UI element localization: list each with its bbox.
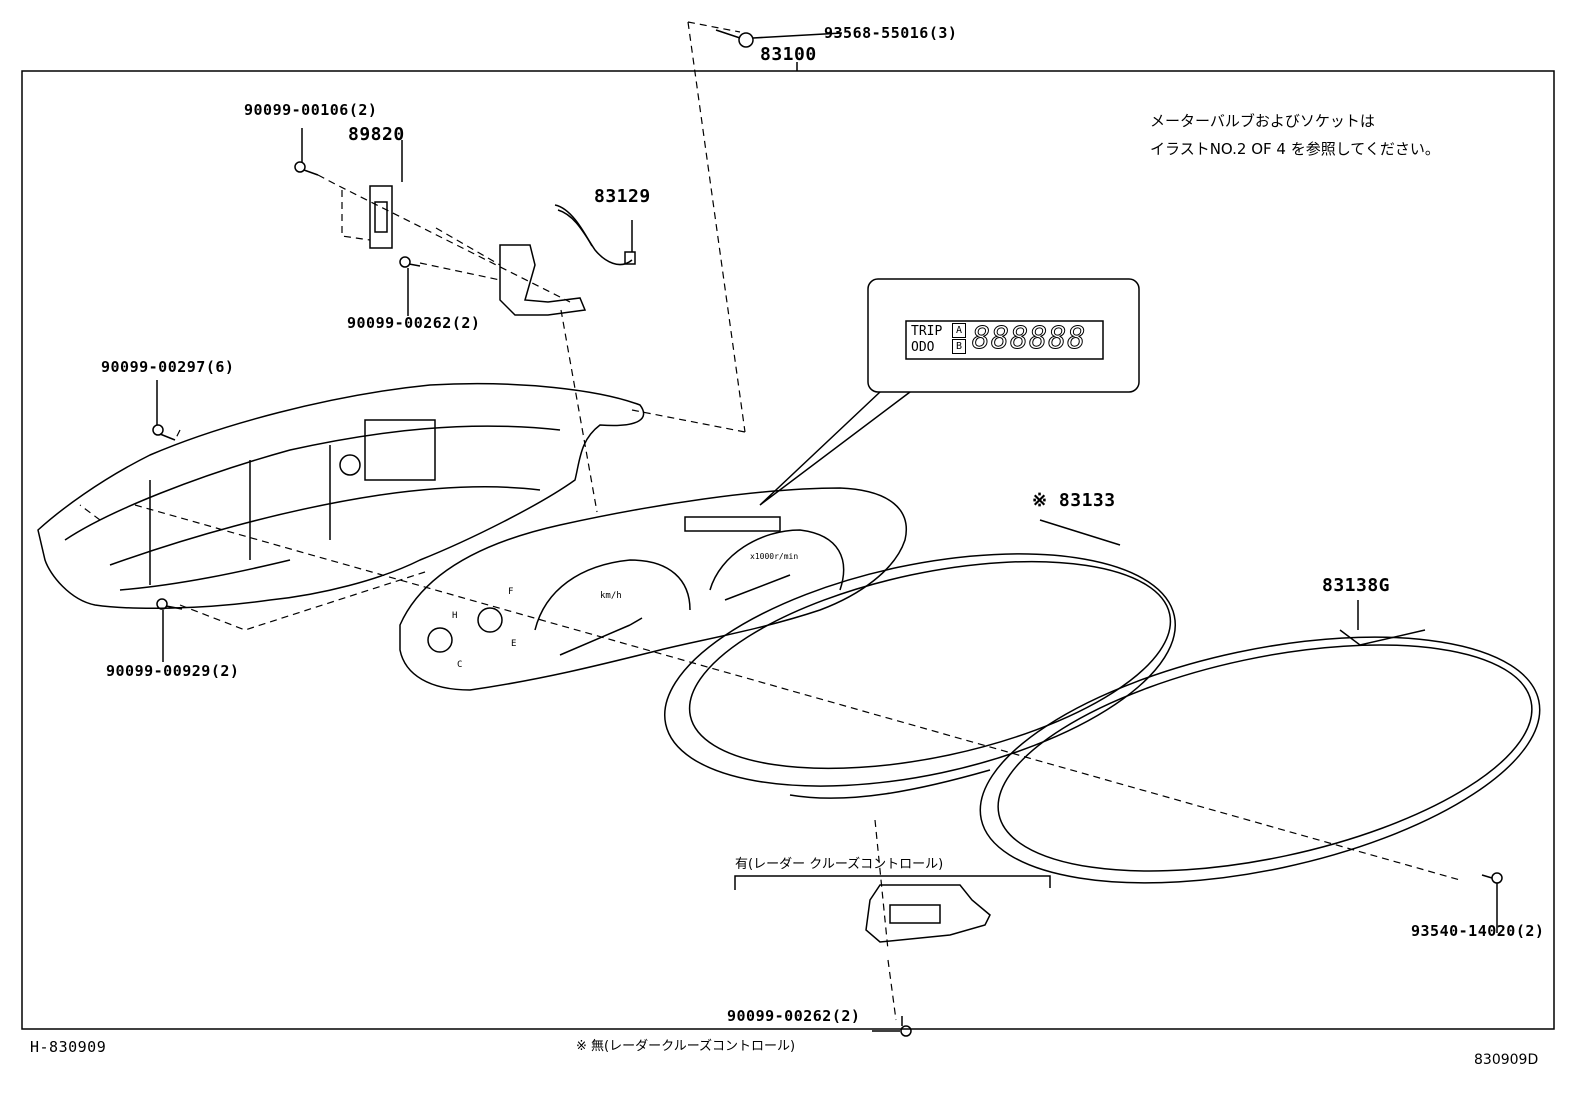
lcd-a-box: A (952, 323, 966, 338)
footer-right-code: 830909D (1474, 1052, 1539, 1068)
part-label-89820: 89820 (348, 124, 405, 145)
lcd-b-box: B (952, 339, 966, 354)
gauge-rpm-label: x1000r/min (750, 552, 799, 561)
temp-h-label: H (452, 611, 458, 621)
lcd-odo-label: ODO (911, 340, 935, 355)
note-line-1: メーターバルブおよびソケットは (1150, 112, 1375, 130)
assembly-number-label: 83100 (760, 44, 817, 65)
glass-83138G (979, 600, 1541, 884)
lcd-trip-label: TRIP (911, 324, 943, 339)
assembly-frame (21, 70, 1555, 1030)
gauge-kmh-label: km/h (600, 591, 622, 601)
variant-with-label: 有(レーダー クルーズコントロール) (735, 857, 944, 872)
footer-left-code: H-830909 (30, 1038, 107, 1056)
screw-icon (715, 29, 843, 48)
part-label-90099-00106: 90099-00106(2) (244, 101, 378, 119)
gauge-face (399, 487, 907, 691)
lcd-callout (759, 278, 1140, 506)
part-label-90099-00929: 90099-00929(2) (106, 662, 240, 680)
part-label-83133: ※ 83133 (1032, 490, 1116, 511)
switch-83129 (499, 204, 636, 316)
part-label-93568: 93568-55016(3) (824, 24, 958, 42)
screw-icon (399, 256, 421, 316)
part-label-83138G: 83138G (1322, 575, 1391, 596)
rear-case (37, 382, 645, 610)
part-label-90099-00262-lower: 90099-00262(2) (727, 1007, 861, 1025)
fuel-f-label: F (508, 587, 514, 597)
part-label-83129: 83129 (594, 186, 651, 207)
screw-icon (1481, 872, 1503, 933)
part-label-90099-00262-upper: 90099-00262(2) (347, 314, 481, 332)
screw-icon (872, 1016, 912, 1037)
lcd-digits: 888888 (971, 321, 1087, 356)
lens-83133 (663, 519, 1177, 799)
screw-icon (152, 380, 176, 441)
part-label-93540: 93540-14020(2) (1411, 922, 1545, 940)
screw-icon (294, 128, 319, 176)
note-line-2: イラストNO.2 OF 4 を参照してください。 (1150, 140, 1440, 158)
fuel-e-label: E (511, 639, 517, 649)
radar-cover (734, 875, 1051, 943)
part-label-90099-00297: 90099-00297(6) (101, 358, 235, 376)
variant-without-label: ※ 無(レーダークルーズコントロール) (576, 1039, 796, 1054)
temp-c-label: C (457, 660, 463, 670)
bracket-89820 (369, 140, 403, 249)
dashed-guides (79, 21, 1461, 1021)
